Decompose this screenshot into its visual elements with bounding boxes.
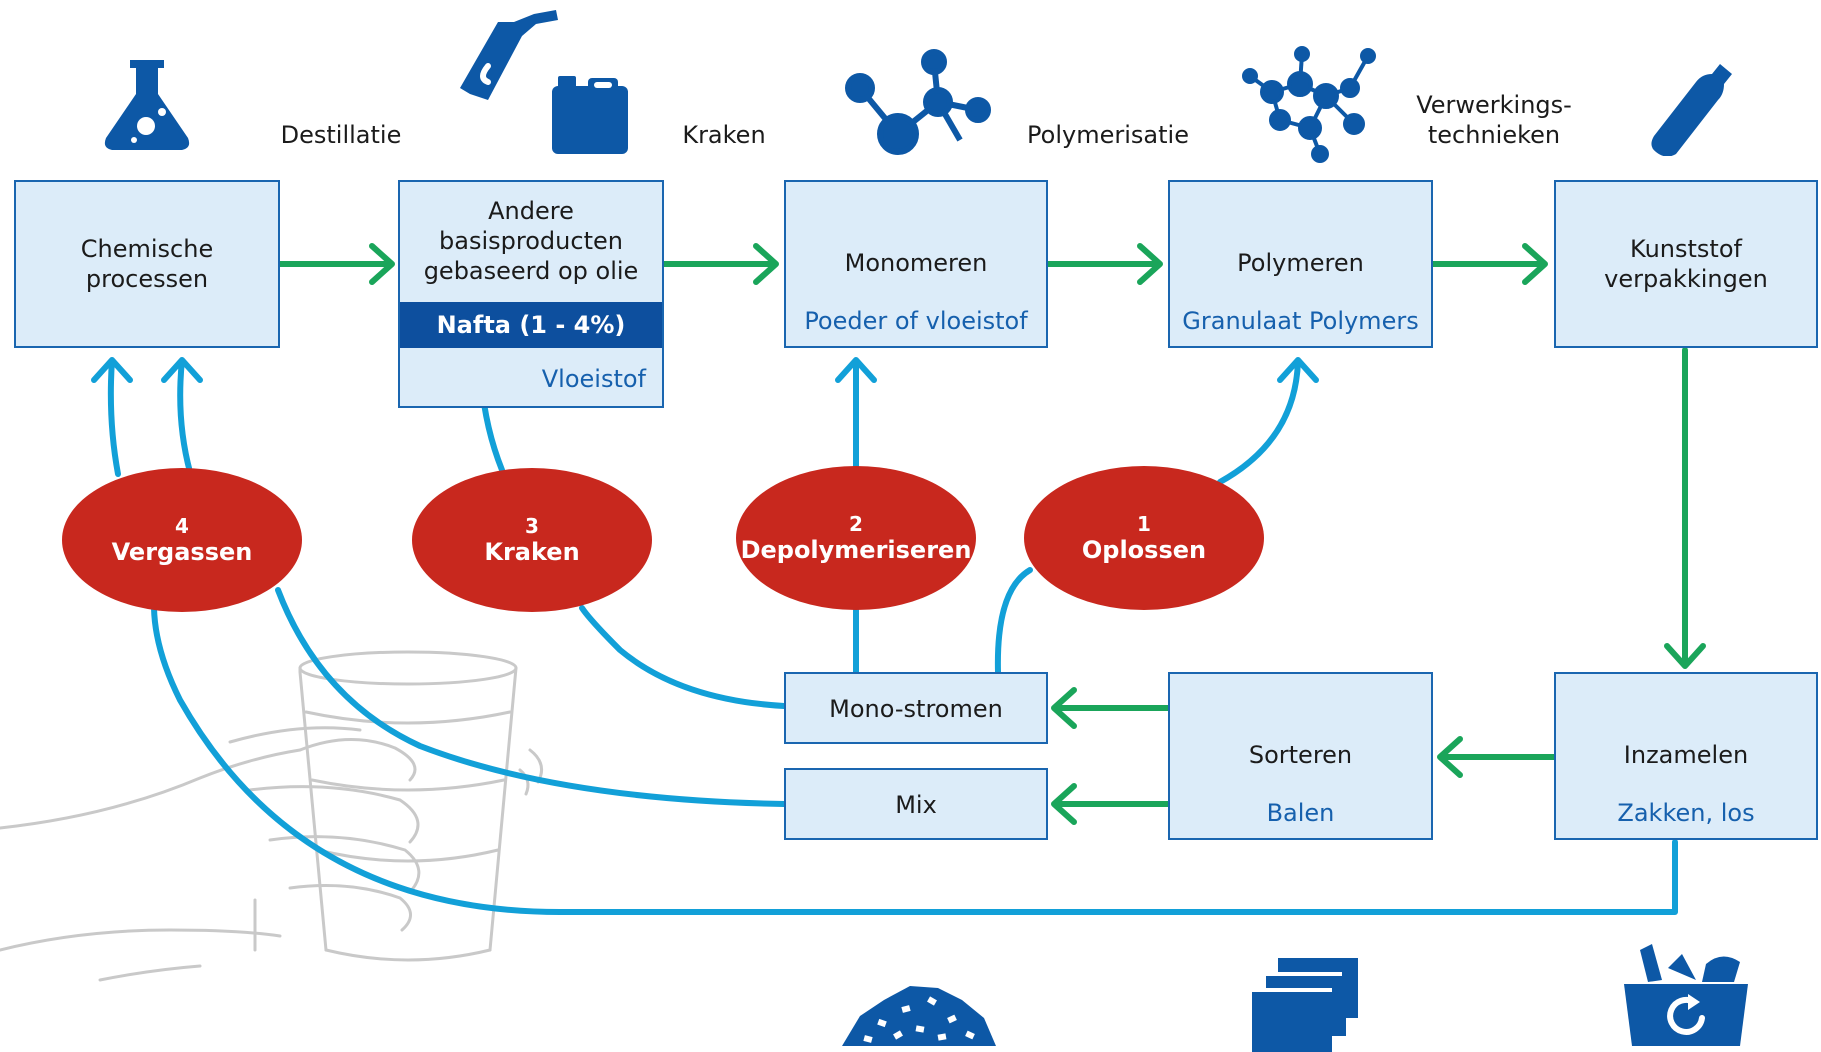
oval-depolymeriseren: 2 Depolymeriseren	[736, 466, 976, 610]
step-polymerisatie: Polymerisatie	[1027, 121, 1189, 149]
recycle-bin-icon	[1624, 944, 1748, 1046]
box-sorteren-title: Sorteren	[1248, 741, 1353, 769]
step-kraken: Kraken	[682, 121, 766, 149]
arrow-polymeren-to-kunststof	[1430, 243, 1548, 285]
box-andere-line2: basisproducten	[439, 227, 623, 255]
bales-stack-icon	[1248, 958, 1358, 1052]
arrow-andere-to-monomeren	[661, 243, 779, 285]
oval-kraken-num: 3	[525, 514, 539, 538]
arrow-sorteren-to-mix	[1051, 783, 1171, 825]
box-sorteren-sub: Balen	[1266, 799, 1335, 827]
box-mix: Mix	[784, 768, 1048, 840]
box-kunststof-verpakkingen: Kunststof verpakkingen	[1554, 180, 1818, 348]
jerrycan-icon	[552, 76, 628, 154]
box-monomeren-title: Monomeren	[844, 249, 988, 277]
arrow-inzamelen-to-sorteren	[1437, 736, 1557, 778]
box-polymeren: Polymeren Granulaat Polymers	[1168, 180, 1433, 348]
box-sorteren: Sorteren Balen	[1168, 672, 1433, 840]
box-andere-basisproducten: Andere basisproducten gebaseerd op olie …	[398, 180, 664, 408]
line-mix-to-chemische	[161, 357, 787, 807]
hand-cup-sketch	[0, 650, 544, 982]
arrow-sorteren-to-mono	[1051, 687, 1171, 729]
box-polymeren-title: Polymeren	[1237, 249, 1364, 277]
oval-vergassen-label: Vergassen	[111, 538, 253, 566]
oval-depolymeriseren-label: Depolymeriseren	[740, 536, 972, 564]
box-mono-stromen: Mono-stromen	[784, 672, 1048, 744]
step-verwerkingstechnieken: Verwerkings- technieken	[1404, 90, 1584, 150]
flask-icon	[104, 60, 190, 150]
box-chemische-line2: processen	[85, 265, 209, 293]
box-andere-line3: gebaseerd op olie	[423, 257, 639, 285]
oval-oplossen-num: 1	[1137, 512, 1151, 536]
arrow-chemische-to-andere	[277, 243, 395, 285]
fuel-nozzle-icon	[460, 10, 558, 100]
oval-vergassen: 4 Vergassen	[62, 468, 302, 612]
step-verwerkings-line2: technieken	[1427, 121, 1561, 149]
box-mix-title: Mix	[895, 791, 937, 819]
step-verwerkings-line1: Verwerkings-	[1416, 91, 1572, 119]
line-inzamelen-to-vergassen	[91, 357, 1678, 915]
oval-depolymeriseren-num: 2	[849, 512, 863, 536]
box-andere-sub: Vloeistof	[541, 365, 646, 393]
oval-vergassen-num: 4	[175, 514, 189, 538]
arrow-monomeren-to-polymeren	[1045, 243, 1163, 285]
box-inzamelen-title: Inzamelen	[1623, 741, 1749, 769]
box-monomeren-sub: Poeder of vloeistof	[804, 307, 1028, 335]
granulate-pile-icon	[842, 986, 996, 1046]
arrow-kunststof-to-inzamelen	[1664, 347, 1706, 669]
oval-oplossen-label: Oplossen	[1081, 536, 1207, 564]
box-polymeren-sub: Granulaat Polymers	[1182, 307, 1419, 335]
box-kunststof-line1: Kunststof	[1630, 235, 1742, 263]
step-destillatie: Destillatie	[280, 121, 402, 149]
box-inzamelen-sub: Zakken, los	[1617, 799, 1755, 827]
oval-kraken-label: Kraken	[484, 538, 580, 566]
bottle-icon	[1651, 64, 1732, 156]
nafta-band: Nafta (1 - 4%)	[400, 302, 662, 348]
box-mono-title: Mono-stromen	[829, 695, 1003, 723]
box-inzamelen: Inzamelen Zakken, los	[1554, 672, 1818, 840]
oval-oplossen: 1 Oplossen	[1024, 466, 1264, 610]
box-kunststof-line2: verpakkingen	[1604, 265, 1768, 293]
box-chemische-line1: Chemische	[80, 235, 214, 263]
oval-kraken: 3 Kraken	[412, 468, 652, 612]
molecule-icon	[845, 49, 991, 155]
box-monomeren: Monomeren Poeder of vloeistof	[784, 180, 1048, 348]
box-chemische-processen: Chemische processen	[14, 180, 280, 348]
box-andere-line1: Andere	[488, 197, 574, 225]
line-oplossen-to-polymeren	[994, 357, 1319, 675]
polymer-molecule-icon	[1242, 46, 1376, 163]
